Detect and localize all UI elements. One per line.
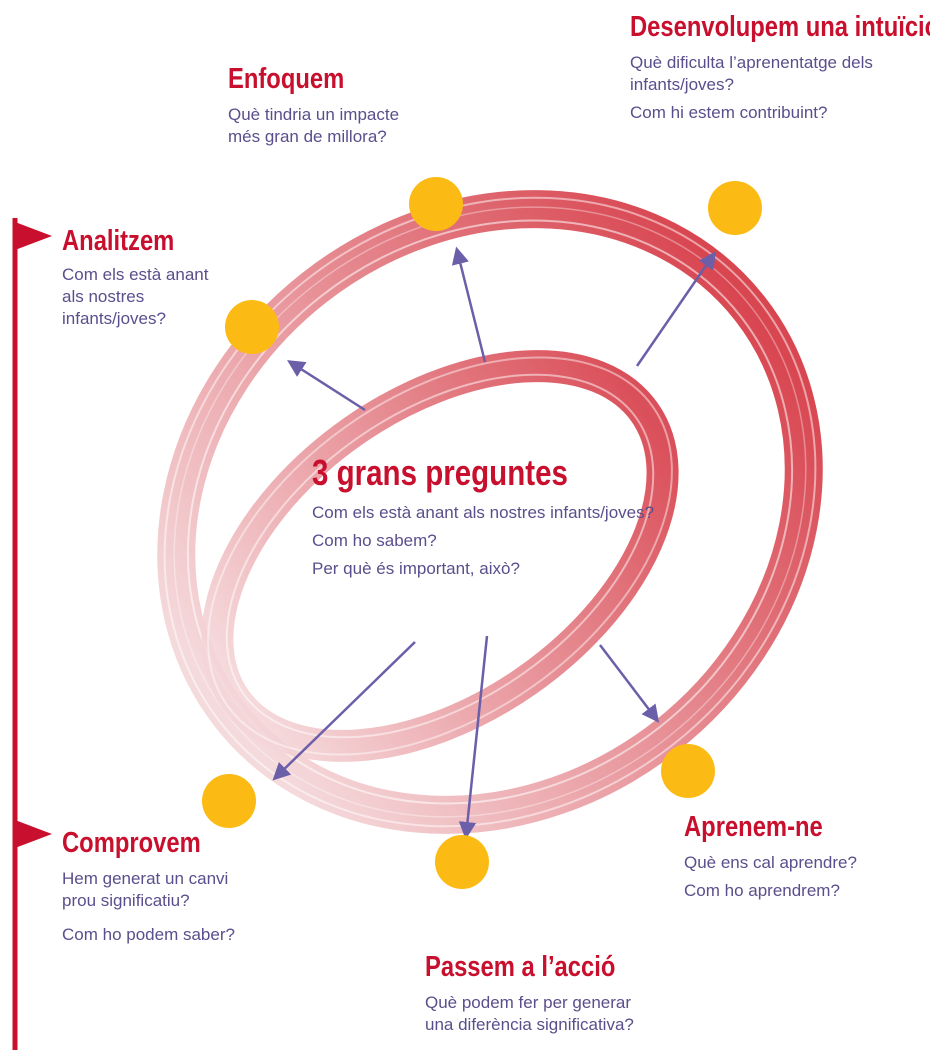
center-question-1: Com els està anant als nostres infants/j… (312, 503, 655, 522)
step-desenvolupem-line-1: Què dificulta l’aprenentatge dels (630, 53, 873, 72)
center-title: 3 grans preguntes (312, 452, 568, 493)
timeline-marker-bottom (15, 820, 52, 848)
center-block: 3 grans preguntes Com els està anant als… (312, 452, 654, 580)
node-analitzem (225, 300, 279, 354)
step-passem: Passem a l’acció Què podem fer per gener… (425, 950, 657, 1036)
arrow-passem (458, 635, 489, 840)
step-passem-title: Passem a l’acció (425, 951, 616, 983)
step-enfoquem-line-1: Què tindria un impacte (228, 105, 400, 124)
step-passem-line-2: una diferència significativa? (425, 1015, 634, 1034)
inner-ring (201, 350, 679, 762)
step-enfoquem: Enfoquem Què tindria un impacte més gran… (228, 62, 399, 148)
step-aprenem-line-1: Què ens cal aprendre? (684, 853, 857, 872)
center-question-3: Per què és important, això? (312, 559, 520, 578)
step-aprenem-title: Aprenem-ne (684, 811, 823, 843)
step-analitzem-line-1: Com els està anant (62, 265, 209, 284)
step-comprovem-title: Comprovem (62, 827, 201, 859)
arrow-comprovem (272, 641, 416, 781)
step-comprovem-line-1: Hem generat un canvi (62, 869, 229, 888)
arrow-analitzem (287, 360, 366, 412)
node-enfoquem (409, 177, 463, 231)
step-analitzem-line-3: infants/joves? (62, 309, 166, 328)
arrow-enfoquem (451, 246, 487, 363)
step-enfoquem-title: Enfoquem (228, 63, 345, 95)
step-desenvolupem: Desenvolupem una intuïció Què dificulta … (630, 10, 930, 124)
step-desenvolupem-line-2: infants/joves? (630, 75, 734, 94)
node-aprenem (661, 744, 715, 798)
node-comprovem (202, 774, 256, 828)
step-enfoquem-line-2: més gran de millora? (228, 127, 387, 146)
step-aprenem: Aprenem-ne Què ens cal aprendre? Com ho … (684, 810, 857, 902)
step-comprovem-line-2: prou significatiu? (62, 891, 190, 910)
step-comprovem: Comprovem Hem generat un canvi prou sign… (62, 826, 235, 946)
step-comprovem-line-3: Com ho podem saber? (62, 925, 235, 944)
step-analitzem-title: Analitzem (62, 225, 175, 257)
step-desenvolupem-title: Desenvolupem una intuïció (630, 11, 930, 43)
step-analitzem-line-2: als nostres (62, 287, 145, 306)
node-desenvolupem (708, 181, 762, 235)
step-aprenem-line-2: Com ho aprendrem? (684, 881, 840, 900)
arrow-desenvolupem (635, 251, 716, 367)
arrow-aprenem (599, 644, 660, 723)
timeline-marker-top (15, 222, 52, 250)
node-passem (435, 835, 489, 889)
step-passem-line-1: Què podem fer per generar (425, 993, 632, 1012)
step-analitzem: Analitzem Com els està anant als nostres… (62, 224, 208, 330)
step-desenvolupem-line-3: Com hi estem contribuint? (630, 103, 828, 122)
center-question-2: Com ho sabem? (312, 531, 437, 550)
